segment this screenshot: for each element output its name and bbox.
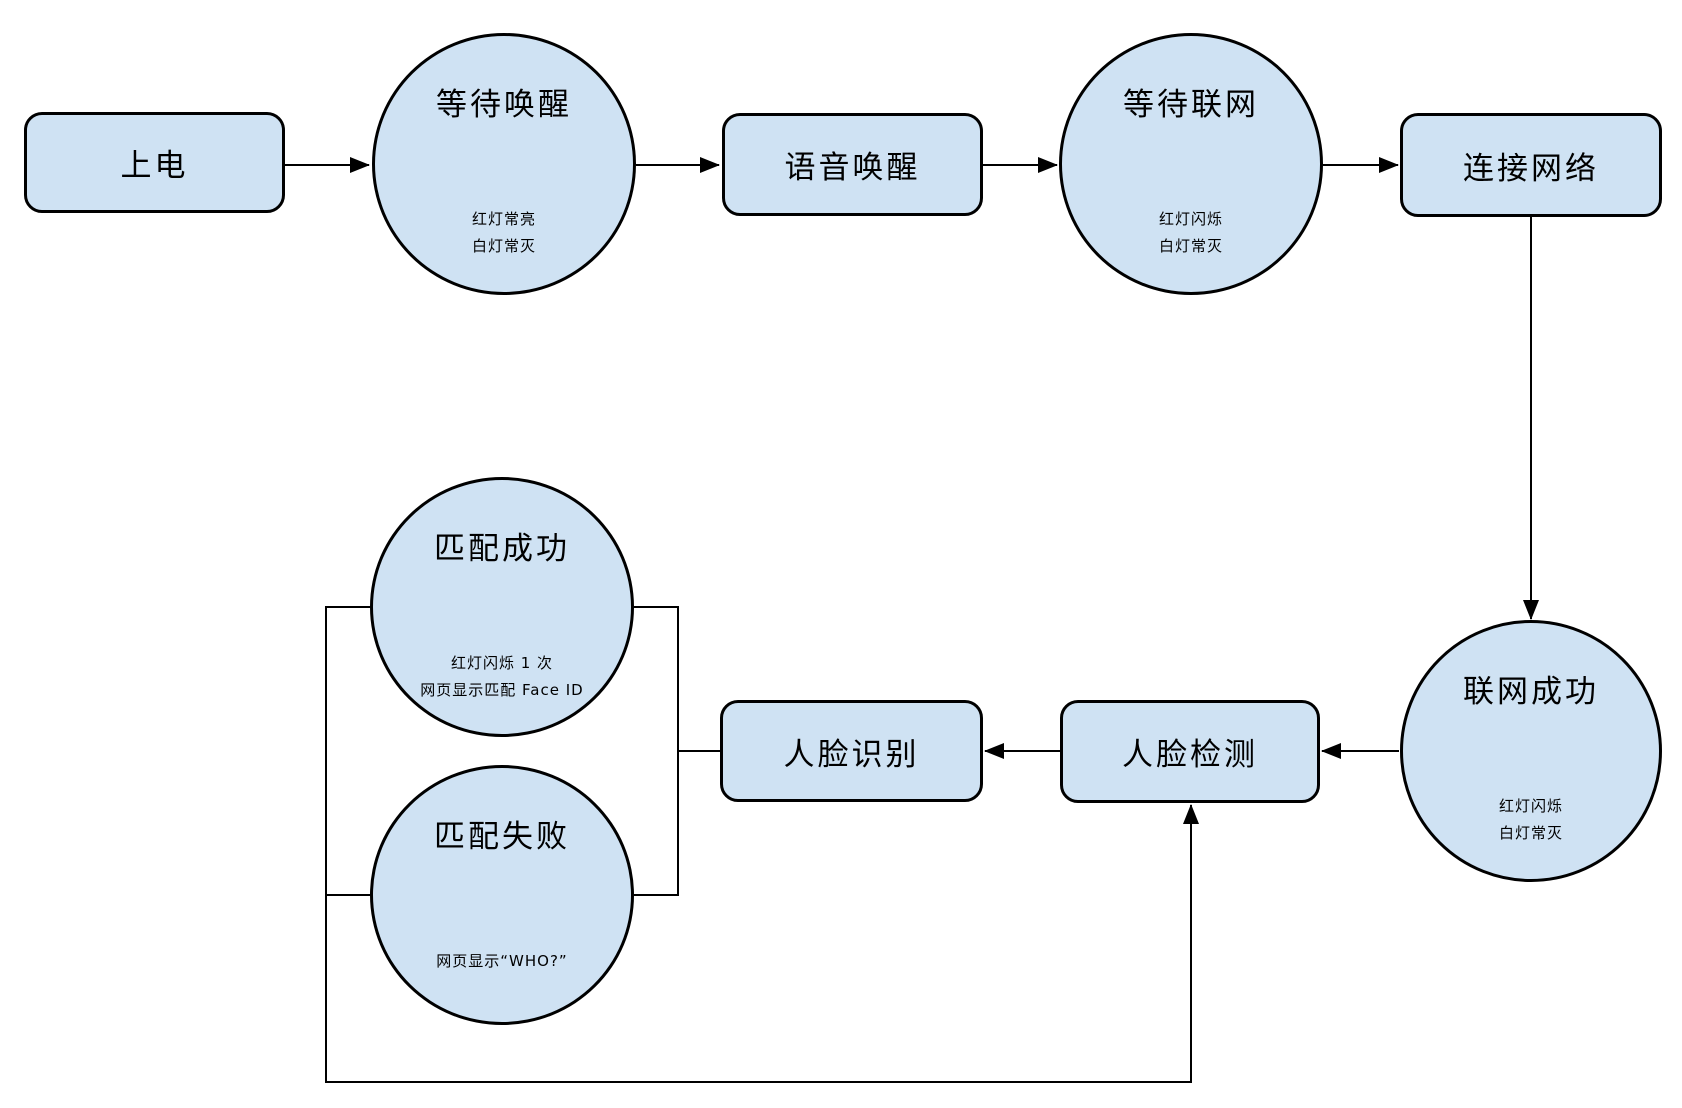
node-wait-network-sub2: 白灯常灭 — [1158, 237, 1223, 255]
node-wait-network: 等待联网 红灯闪烁 白灯常灭 — [1059, 33, 1323, 295]
node-wait-wake-title: 等待唤醒 — [436, 87, 572, 123]
node-network-ok-title: 联网成功 — [1463, 674, 1599, 710]
node-match-success-sub2: 网页显示匹配 Face ID — [420, 681, 584, 699]
node-face-detect: 人脸检测 — [1060, 700, 1320, 803]
node-wait-wake-subtext: 红灯常亮 白灯常灭 — [375, 206, 633, 260]
edge-bracket-match-circles — [634, 606, 679, 896]
node-match-fail-subtext: 网页显示“WHO?” — [373, 948, 631, 975]
node-face-recognize-label: 人脸识别 — [783, 736, 920, 773]
node-match-success-subtext: 红灯闪烁 1 次 网页显示匹配 Face ID — [373, 650, 631, 704]
node-match-fail-sub1: 网页显示“WHO?” — [436, 952, 568, 970]
node-voice-wake-label: 语音唤醒 — [784, 150, 921, 186]
node-match-success: 匹配成功 红灯闪烁 1 次 网页显示匹配 Face ID — [370, 477, 634, 737]
node-connect-network-label: 连接网络 — [1463, 150, 1599, 187]
node-face-detect-label: 人脸检测 — [1122, 737, 1258, 773]
node-connect-network: 连接网络 — [1400, 113, 1662, 217]
node-wait-wake-sub1: 红灯常亮 — [471, 210, 536, 228]
node-match-fail: 匹配失败 网页显示“WHO?” — [370, 765, 634, 1025]
node-wait-network-subtext: 红灯闪烁 白灯常灭 — [1062, 206, 1320, 260]
node-power-on-label: 上电 — [120, 148, 189, 184]
node-network-ok-sub2: 白灯常灭 — [1498, 824, 1563, 842]
node-match-success-sub1: 红灯闪烁 1 次 — [450, 654, 554, 672]
node-wait-network-sub1: 红灯闪烁 — [1158, 210, 1223, 228]
node-network-ok: 联网成功 红灯闪烁 白灯常灭 — [1400, 620, 1662, 882]
node-match-fail-title: 匹配失败 — [434, 819, 570, 855]
node-wait-network-title: 等待联网 — [1123, 87, 1259, 123]
node-match-success-title: 匹配成功 — [434, 531, 570, 567]
node-voice-wake: 语音唤醒 — [722, 113, 983, 216]
node-wait-wake-sub2: 白灯常灭 — [471, 237, 536, 255]
node-wait-wake: 等待唤醒 红灯常亮 白灯常灭 — [372, 33, 636, 295]
node-network-ok-sub1: 红灯闪烁 — [1498, 797, 1563, 815]
node-network-ok-subtext: 红灯闪烁 白灯常灭 — [1403, 793, 1659, 847]
edge-loop-back-to-face-detect — [325, 606, 1199, 1083]
node-power-on: 上电 — [24, 112, 285, 213]
node-face-recognize: 人脸识别 — [720, 700, 983, 802]
